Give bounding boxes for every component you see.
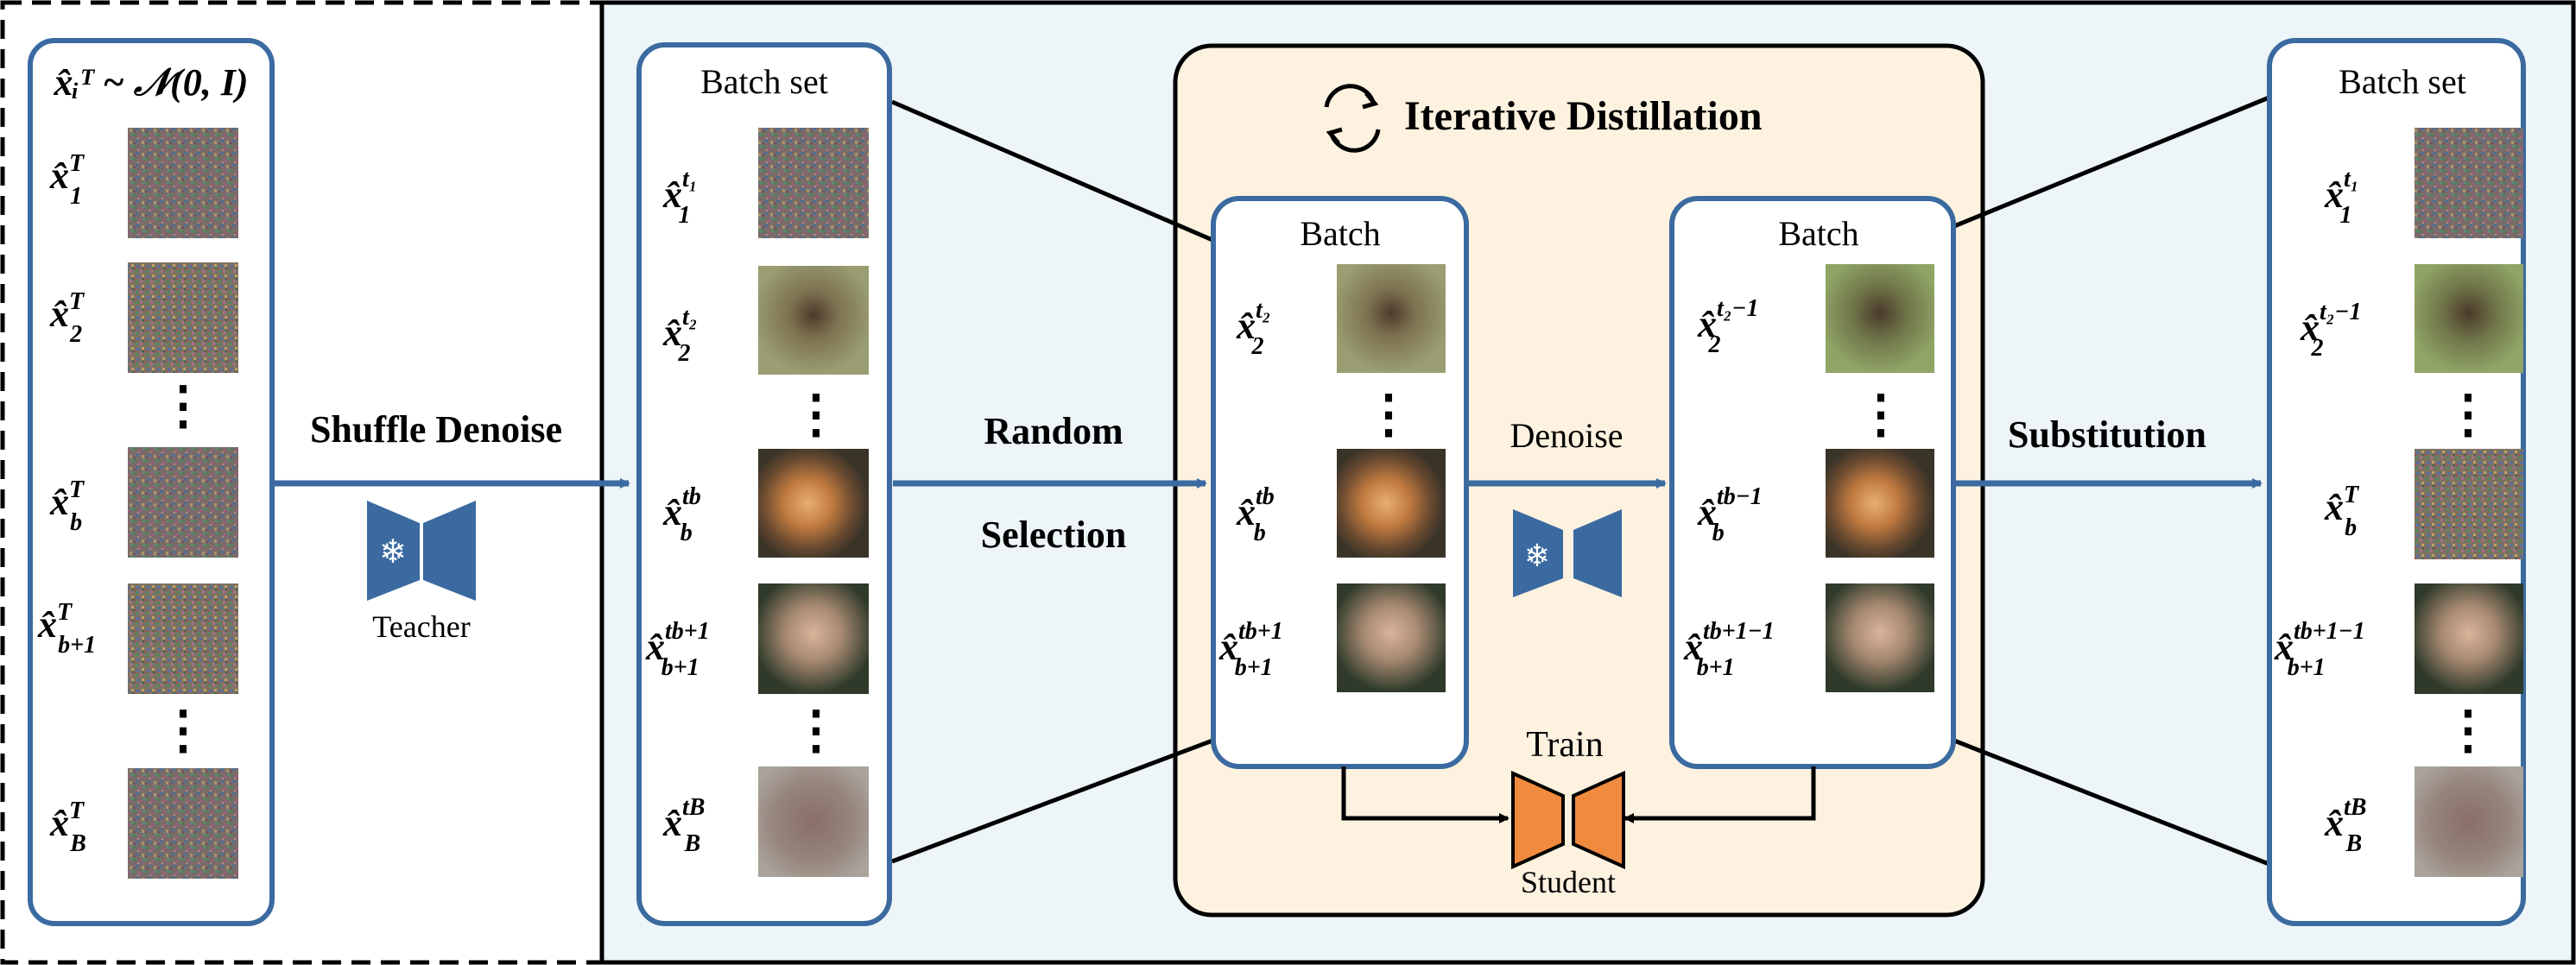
ellipsis: ⋮ — [790, 386, 842, 443]
denoise-teacher-icon: ❄ — [1513, 509, 1622, 597]
batch-image — [2415, 128, 2523, 238]
batch-image — [1337, 264, 1446, 373]
batch-image — [1826, 264, 1934, 373]
train-label: Train — [1526, 725, 1603, 765]
substitution-label: Substitution — [2008, 413, 2206, 456]
zoom-line — [891, 99, 1213, 243]
noise-image — [128, 768, 238, 879]
zoom-line — [1953, 738, 2272, 867]
noise-image — [128, 262, 238, 373]
batch-image — [1826, 583, 1934, 692]
batch-image — [2415, 449, 2523, 559]
random-label: Random — [984, 410, 1123, 452]
batch-image — [758, 128, 869, 238]
batch-image — [1826, 449, 1934, 558]
iterative-distillation-title: Iterative Distillation — [1404, 93, 1763, 139]
batch-image — [2415, 766, 2523, 877]
ellipsis: ⋮ — [790, 702, 842, 759]
train-arrow-left — [1341, 766, 1510, 823]
batch-image — [1337, 449, 1446, 558]
noise-image — [128, 128, 238, 238]
ellipsis: ⋮ — [1855, 386, 1907, 443]
batch-set-left-title: Batch set — [700, 62, 828, 101]
selection-label: Selection — [981, 514, 1127, 556]
batch-b-title: Batch — [1778, 214, 1858, 253]
snowflake-icon: ❄ — [379, 533, 407, 571]
batch-image — [2415, 583, 2523, 694]
noise-image — [128, 447, 238, 558]
batch-image — [758, 266, 869, 375]
batch-image — [758, 583, 869, 694]
denoise-label: Denoise — [1510, 416, 1623, 455]
ellipsis: ⋮ — [2442, 386, 2494, 443]
noise-panel-header: x̂ᵢᵀ ~ 𝒩(0, I) — [53, 61, 248, 104]
ellipsis: ⋮ — [1363, 386, 1415, 443]
batch-image — [1337, 583, 1446, 692]
ellipsis: ⋮ — [2442, 702, 2494, 759]
teacher-model-icon: ❄ — [367, 501, 476, 601]
zoom-line — [1953, 94, 2272, 229]
batch-a-title: Batch — [1300, 214, 1380, 253]
batch-image — [758, 449, 869, 558]
zoom-line — [891, 738, 1213, 864]
ellipsis: ⋮ — [157, 377, 209, 434]
ellipsis: ⋮ — [157, 702, 209, 759]
batch-image — [758, 766, 869, 877]
noise-image — [128, 583, 238, 694]
batch-set-right-title: Batch set — [2339, 62, 2466, 101]
batch-image — [2415, 264, 2523, 373]
teacher-label: Teacher — [372, 609, 470, 644]
shuffle-denoise-label: Shuffle Denoise — [310, 408, 562, 451]
refresh-icon — [1324, 84, 1381, 153]
student-model-icon — [1511, 770, 1625, 870]
snowflake-icon: ❄ — [1524, 539, 1550, 574]
student-label: Student — [1521, 865, 1616, 899]
train-arrow-right — [1623, 766, 1816, 823]
